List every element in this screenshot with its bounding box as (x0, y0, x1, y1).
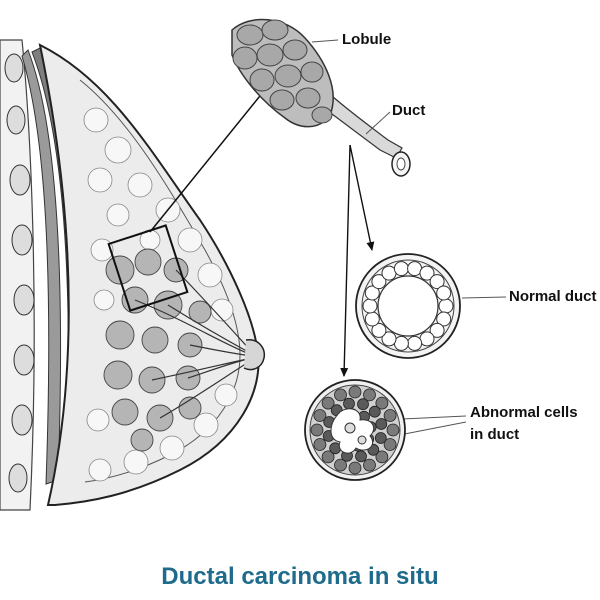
abnormal-cell (357, 398, 369, 411)
arrow-to-normal-duct (349, 144, 375, 251)
abnormal-duct-cross-section (304, 379, 406, 481)
normal-epithelial-cell (407, 261, 423, 277)
label-lobule: Lobule (342, 31, 392, 48)
abnormal-cell (348, 385, 362, 399)
lobule-leader-line (311, 39, 339, 43)
abnormal-cell (363, 458, 376, 472)
magnified-lobule (231, 18, 411, 177)
abnormal-cell (348, 461, 362, 475)
diagram-title: Ductal carcinoma in situ (161, 563, 439, 590)
normal-epithelial-cell (429, 322, 445, 338)
normal-epithelial-cell (436, 285, 452, 301)
abnormal-cell (355, 450, 367, 463)
normal-epithelial-cell (371, 274, 387, 290)
abnormal-cell (375, 396, 389, 410)
normal-epithelial-cell (419, 265, 435, 281)
abnormal-cell (321, 450, 335, 464)
normal-epithelial-cell (381, 265, 397, 281)
label-abnormal-cells-line1: Abnormal cells (470, 404, 578, 421)
abnormal-cell (363, 388, 376, 402)
abnormal-cell (383, 438, 397, 451)
normal-duct-cross-section (355, 253, 461, 359)
abnormal-cell (368, 405, 381, 418)
abnormal-cell (375, 418, 388, 430)
normal-epithelial-cell (393, 335, 409, 351)
breast-lobules (103, 248, 212, 452)
chest-wall (0, 39, 35, 511)
rib-cross-sections (4, 53, 35, 493)
abnormal-cell (321, 396, 335, 410)
duct-leader-line (365, 111, 391, 135)
normal-duct-leader-line (461, 296, 507, 299)
magnified-region-box (107, 224, 189, 312)
normal-epithelial-cell (407, 335, 423, 351)
abnormal-cell (310, 423, 324, 437)
abnormal-cell (383, 409, 397, 422)
abnormal-cell (386, 423, 400, 437)
label-normal-duct: Normal duct (509, 288, 597, 305)
abnormal-cell (343, 397, 355, 410)
abnormal-cell (374, 432, 387, 444)
normal-epithelial-cell (436, 311, 452, 327)
label-abnormal-cells-line2: in duct (470, 426, 520, 443)
normal-epithelial-cell (393, 261, 409, 277)
normal-epithelial-cell (362, 298, 378, 314)
abnormal-cell (313, 409, 327, 422)
normal-epithelial-cell (364, 285, 380, 301)
abnormal-cell (375, 450, 389, 464)
abnormal-cell (334, 388, 347, 402)
label-duct: Duct (392, 102, 426, 119)
normal-epithelial-cell (364, 311, 380, 327)
zoom-arrow (149, 85, 269, 233)
normal-epithelial-cell (438, 298, 454, 314)
nipple (243, 339, 266, 371)
arrow-to-abnormal-duct (340, 144, 351, 377)
abnormal-cell (334, 458, 347, 472)
normal-epithelial-cell (429, 274, 445, 290)
normal-epithelial-cell (381, 331, 397, 347)
normal-epithelial-cell (419, 331, 435, 347)
abnormal-cell (313, 438, 327, 451)
normal-epithelial-cell (371, 322, 387, 338)
fatty-tissue (83, 107, 238, 482)
